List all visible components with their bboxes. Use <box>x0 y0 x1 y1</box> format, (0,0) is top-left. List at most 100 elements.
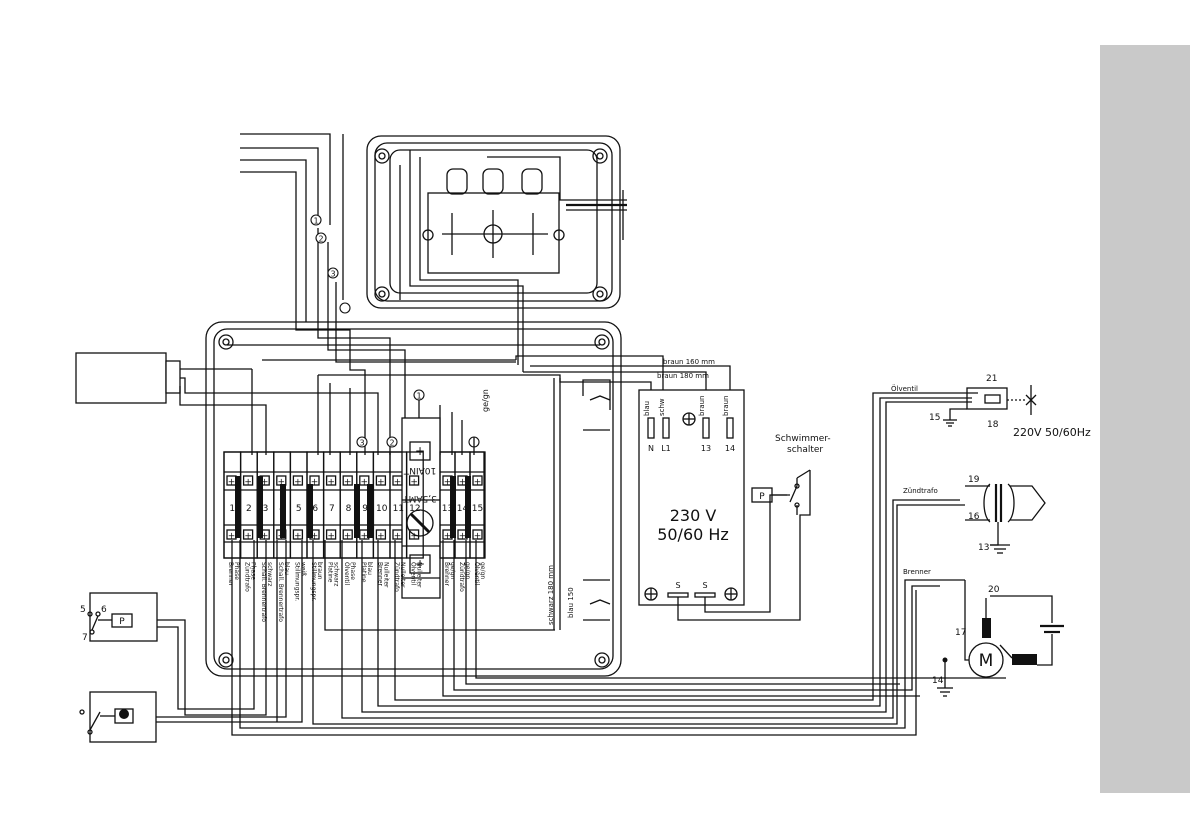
mains-plug <box>75 352 379 455</box>
terminal-label: ge/gn <box>464 562 471 579</box>
label-brenner: Brenner <box>903 568 931 576</box>
terminal-screw-plus: + <box>278 478 286 488</box>
terminal-screw-plus: + <box>311 532 319 542</box>
terminal-screw-plus: + <box>311 478 319 488</box>
terminal-label: Phase <box>233 562 240 580</box>
pcb-pin-N <box>647 417 655 439</box>
label-schalter: schalter <box>787 445 823 455</box>
burner-motor: Brenner 20 17 14 M <box>903 568 1064 697</box>
pcb-pin-L1 <box>662 417 670 439</box>
terminal-screw-15-top <box>472 475 483 486</box>
terminal-screw-7-bottom <box>325 529 337 540</box>
terminal-screw-9-top <box>359 475 370 486</box>
terminal-screw-plus: + <box>410 478 418 488</box>
terminal-screw-10-top <box>375 475 387 486</box>
wire-marker-inner-1: 1 <box>413 389 425 401</box>
terminal-label: ge/gn <box>479 562 486 579</box>
svg-text:15: 15 <box>929 413 940 423</box>
terminal-label: Schall. Brennertrafo <box>260 562 267 622</box>
terminal-number: 13 <box>442 504 453 514</box>
terminal-screw-plus: + <box>344 532 352 542</box>
terminal-label: schwarz <box>333 562 340 586</box>
terminal-screw-plus: + <box>261 478 269 488</box>
pcb-s2-label: S <box>702 581 707 590</box>
terminal-number: 5 <box>296 504 302 514</box>
svg-text:7: 7 <box>82 633 88 643</box>
terminal-screw-plus: + <box>344 478 352 488</box>
terminal-jumpers <box>235 476 471 538</box>
label-blau-150: blau 150 <box>567 587 575 618</box>
terminal-number: 2 <box>246 504 252 514</box>
terminal-screw-12-bottom <box>408 529 420 540</box>
terminal-label: Zündtrafo <box>393 562 400 592</box>
terminal-screw-5-top <box>292 475 304 486</box>
svg-text:M: M <box>979 651 994 671</box>
terminal-number: 10 <box>376 504 388 514</box>
internal-wires <box>251 355 731 455</box>
fuse-holder <box>401 417 441 599</box>
pcb-pin-color: blau <box>643 401 651 416</box>
terminal-screw-11-bottom <box>392 529 403 540</box>
main-enclosure <box>205 321 622 677</box>
terminal-number: 8 <box>346 504 352 514</box>
pcb-pin-name: 13 <box>701 444 711 453</box>
terminal-screw-plus: + <box>361 478 369 488</box>
pcb-pin-name: N <box>648 444 654 453</box>
svg-text:20: 20 <box>988 585 1000 595</box>
pcb-pin-14 <box>726 417 734 439</box>
terminal-screw-plus: + <box>474 478 482 488</box>
terminal-label: Brenner <box>443 562 450 586</box>
svg-text:P: P <box>759 492 765 502</box>
pcb-pin-color: braun <box>698 396 706 416</box>
svg-text:2: 2 <box>389 439 394 448</box>
terminal-block: + + 10AINT 3,5AMT <box>223 417 485 599</box>
terminal-screw-12-top <box>408 475 420 486</box>
terminal-label: ge/gn <box>449 562 456 579</box>
wire-marker-inner-3: 3 <box>356 436 368 448</box>
wire-marker-inner-2: 2 <box>386 436 398 448</box>
terminal-label: Ölventil <box>343 562 350 585</box>
bottom-cable-runs <box>231 392 1006 736</box>
float-switch: Schwimmer- schalter P <box>751 434 831 515</box>
terminal-label: Nulleiter <box>399 562 406 588</box>
terminal-label: Platine <box>327 562 334 583</box>
terminal-screw-plus: + <box>261 532 269 542</box>
terminal-screw-plus: + <box>244 532 252 542</box>
pcb-pin-13 <box>702 417 710 439</box>
terminal-screw-plus: + <box>294 478 302 488</box>
side-tab-bar <box>1100 45 1190 793</box>
wire-marker-1: 1 <box>310 214 322 226</box>
terminal-label: braun <box>316 562 323 580</box>
svg-text:1: 1 <box>313 217 318 226</box>
svg-text:2: 2 <box>318 235 323 244</box>
wire-marker-2: 2 <box>315 232 327 244</box>
pcb-pin-color: braun <box>722 396 730 416</box>
svg-text:16: 16 <box>968 512 980 522</box>
terminal-screw-plus: + <box>394 478 402 488</box>
terminal-label: blau <box>366 562 373 575</box>
wire-marker-3: 3 <box>327 267 339 279</box>
fuse-plus-top: + <box>415 444 425 458</box>
svg-text:19: 19 <box>968 475 980 485</box>
svg-text:17: 17 <box>955 628 966 638</box>
junction-box-top <box>366 135 627 372</box>
terminal-label: Phase <box>349 562 356 580</box>
pcb-s1-label: S <box>675 581 680 590</box>
terminal-screw-plus: + <box>377 478 385 488</box>
pcb-voltage-line2: 50/60 Hz <box>657 525 729 544</box>
pcb-pin-color: schw <box>658 398 666 416</box>
terminal-screw-plus: + <box>444 532 452 542</box>
pcb-pin-name: L1 <box>661 444 671 453</box>
terminal-screw-8-bottom <box>342 529 353 540</box>
terminal-screw-plus: + <box>410 532 418 542</box>
terminal-label: Nulleiter <box>416 562 423 588</box>
terminal-number: 1 <box>229 504 235 514</box>
terminal-screw-plus: + <box>377 532 385 542</box>
terminal-screw-2-bottom <box>242 529 254 540</box>
oil-valve: Ölventil 21 15 18 220V 50/60Hz <box>891 374 1091 439</box>
label-braun-180: braun 180 mm <box>657 372 709 380</box>
pressure-switch: 5 6 7 P <box>80 540 267 716</box>
svg-text:13: 13 <box>978 543 989 553</box>
svg-text:6: 6 <box>101 605 107 615</box>
